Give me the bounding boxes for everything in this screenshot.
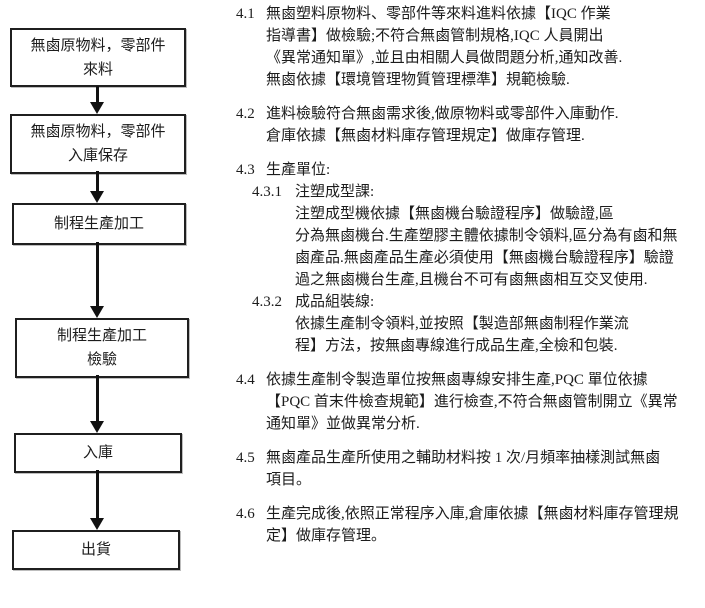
arrow-head (90, 306, 104, 318)
arrow-head (90, 102, 104, 114)
procedure-item-4-5: 4.5 無鹵產品生產所使用之輔助材料按 1 次/月頻率抽樣測試無鹵 項目。 (236, 447, 702, 491)
arrow-line (96, 86, 99, 104)
arrow-down-icon (89, 171, 106, 203)
item-number: 4.3.1 (252, 184, 282, 200)
flow-node-production-inspection: 制程生產加工 檢驗 (15, 318, 189, 378)
arrow-down-icon (89, 86, 106, 114)
flow-node-warehouse-storage: 無鹵原物料，零部件 入庫保存 (10, 114, 186, 174)
item-text: 無鹵塑料原物料、零部件等來料進料依據【IQC 作業 指導書】做檢驗;不符合無鹵管… (266, 6, 623, 88)
item-text: 生產完成後,依照正常程序入庫,倉庫依據【無鹵材料庫存管理規 定】做庫存管理。 (266, 506, 679, 544)
arrow-down-icon (89, 242, 106, 318)
item-number: 4.2 (236, 106, 255, 122)
flow-node-inbound: 入庫 (14, 433, 182, 473)
item-text: 依據生產制令製造單位按無鹵專線安排生產,PQC 單位依據 【PQC 首末件檢查規… (266, 372, 678, 432)
flow-node-shipment: 出貨 (12, 530, 180, 570)
item-number: 4.5 (236, 450, 255, 466)
procedure-item-4-2: 4.2 進料檢驗符合無鹵需求後,做原物料或零部件入庫動作. 倉庫依據【無鹵材料庫… (236, 103, 702, 147)
procedure-item-4-6: 4.6 生產完成後,依照正常程序入庫,倉庫依據【無鹵材料庫存管理規 定】做庫存管… (236, 503, 702, 547)
arrow-line (96, 375, 99, 423)
item-title: 生產單位: (266, 162, 331, 178)
arrow-head (90, 191, 104, 203)
process-flowchart: 無鹵原物料，零部件 來料 無鹵原物料，零部件 入庫保存 制程生產加工 制程生產加… (0, 0, 232, 608)
procedure-item-4-3: 4.3 生產單位: 4.3.1 注塑成型課: 注塑成型機依據【無鹵機台驗證程序】做驗… (236, 159, 702, 357)
arrow-down-icon (89, 375, 106, 433)
item-text: 無鹵產品生產所使用之輔助材料按 1 次/月頻率抽樣測試無鹵 項目。 (266, 450, 661, 488)
procedure-item-4-4: 4.4 依據生產制令製造單位按無鹵專線安排生產,PQC 單位依據 【PQC 首末… (236, 369, 702, 435)
item-number: 4.3.2 (252, 294, 282, 310)
item-title: 注塑成型課: (295, 184, 375, 200)
flow-node-process-production: 制程生產加工 (12, 203, 186, 245)
arrow-head (90, 421, 104, 433)
arrow-head (90, 518, 104, 530)
item-text: 進料檢驗符合無鹵需求後,做原物料或零部件入庫動作. 倉庫依據【無鹵材料庫存管理規… (266, 106, 619, 144)
procedure-item-4-3-1: 4.3.1 注塑成型課: (252, 181, 702, 203)
item-text: 依據生產制令領料,並按照【製造部無鹵制程作業流 程】方法，按無鹵專線進行成品生產… (295, 316, 629, 354)
item-number: 4.4 (236, 372, 255, 388)
arrow-line (96, 242, 99, 308)
procedure-item-4-1: 4.1 無鹵塑料原物料、零部件等來料進料依據【IQC 作業 指導書】做檢驗;不符… (236, 3, 702, 91)
procedure-item-4-3-2: 4.3.2 成品組裝線: (252, 291, 702, 313)
item-number: 4.1 (236, 6, 255, 22)
item-text: 注塑成型機依據【無鹵機台驗證程序】做驗證,區 分為無鹵機台.生產塑膠主體依據制令… (295, 206, 678, 288)
arrow-down-icon (89, 470, 106, 530)
procedure-text: 4.1 無鹵塑料原物料、零部件等來料進料依據【IQC 作業 指導書】做檢驗;不符… (236, 3, 702, 559)
flow-node-incoming-material: 無鹵原物料，零部件 來料 (10, 28, 186, 87)
item-number: 4.3 (236, 162, 255, 178)
arrow-line (96, 470, 99, 520)
item-number: 4.6 (236, 506, 255, 522)
item-heading: 4.3 生產單位: (236, 159, 702, 181)
arrow-line (96, 171, 99, 193)
item-title: 成品組裝線: (295, 294, 375, 310)
